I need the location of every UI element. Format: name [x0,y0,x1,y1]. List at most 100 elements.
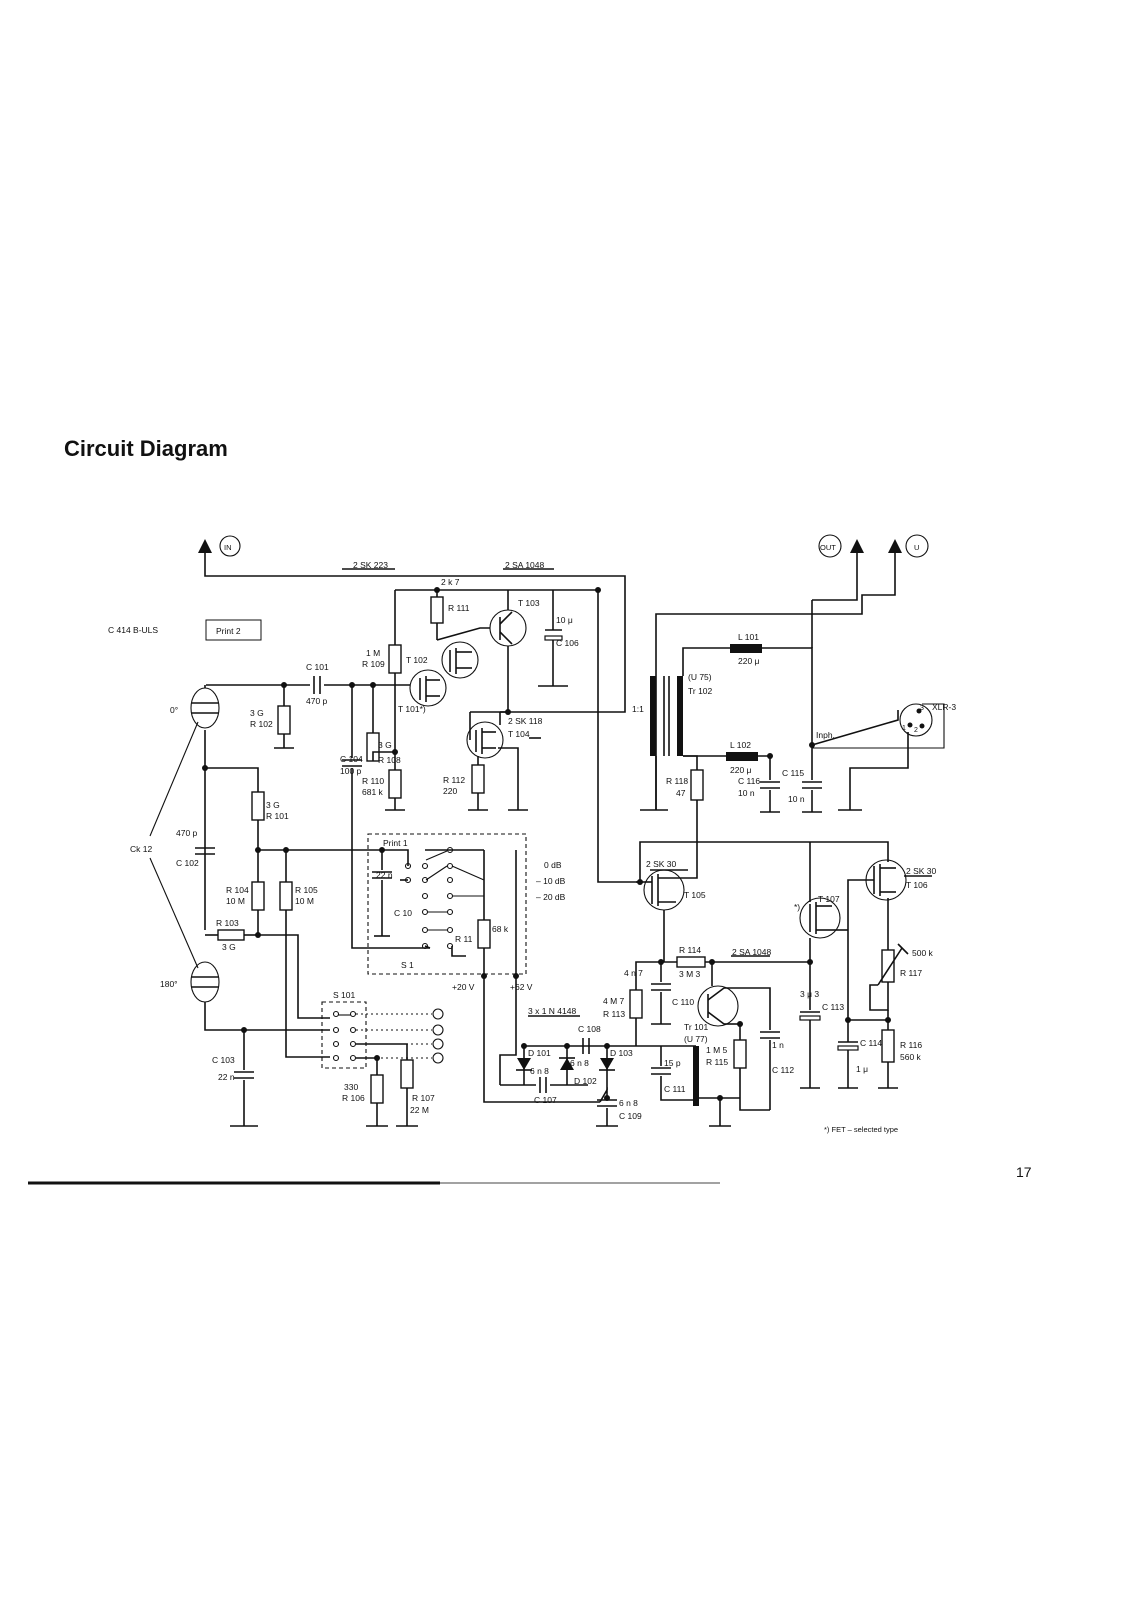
label-r104: R 104 [226,885,249,895]
label-deg0: 0° [170,705,178,715]
label-r117-val: 500 k [912,948,934,958]
transistor-t101 [409,669,447,707]
label-20v: +20 V [452,982,475,992]
label-r101-val: 3 G [266,800,280,810]
label-ck12: Ck 12 [130,844,152,854]
label-sa1048-bot: 2 SA 1048 [732,947,772,957]
label-c108: C 108 [578,1024,601,1034]
capacitor-c103 [234,1071,254,1079]
terminal-out-label: OUT [820,543,836,552]
label-pin3: 3 [920,705,924,712]
capacitor-c101 [313,676,321,694]
capacitor-c102 [195,847,215,855]
transistor-t102 [441,641,479,679]
capacitor-c111 [651,1067,671,1075]
label-r118-val: 47 [676,788,686,798]
label-d103: D 103 [610,1048,633,1058]
label-r118: R 118 [666,776,688,786]
page-number: 17 [1016,1164,1032,1180]
diode-d101 [516,1046,532,1085]
resistor-r112 [471,764,485,794]
terminal-u [888,534,929,558]
resistor-r106 [370,1074,384,1104]
label-r102-val: 3 G [250,708,264,718]
label-r109-val: 1 M [366,648,380,658]
wire-out [812,553,858,601]
label-tr101: Tr 101 [684,1022,709,1032]
label-c106: C 106 [556,638,579,648]
capacitor-c107 [539,1077,547,1093]
label-r113: R 113 [603,1009,625,1019]
capacitor-c112 [760,1031,780,1039]
transformer-tr102 [650,676,683,756]
label-t102: T 102 [406,655,428,665]
capacitor-c113 [799,1011,821,1021]
resistor-r115 [733,1039,747,1069]
capacitor-c10 [372,871,392,879]
label-l101-val: 220 μ [738,656,760,666]
terminal-out [818,534,864,558]
resistor-r104 [251,881,265,911]
label-r11: R 11 [455,934,473,944]
label-0db: 0 dB [544,860,562,870]
label-c101-val: 470 p [306,696,328,706]
label-sa1048-top: 2 SA 1048 [505,560,545,570]
label-c114: C 114 [860,1038,882,1048]
label-xlr3: XLR-3 [932,702,956,712]
resistor-r111 [430,596,444,624]
label-r117: R 117 [900,968,922,978]
label-r109: R 109 [362,659,385,669]
label-10db: – 10 dB [536,876,566,886]
label-r110-val: 681 k [362,787,384,797]
terminal-u-label: U [914,543,919,552]
switch-s101-contacts [332,1008,444,1064]
label-r68k: 68 k [492,924,509,934]
label-c103-val: 22 n [218,1072,235,1082]
label-sk30-a: 2 SK 30 [646,859,677,869]
label-sk118: 2 SK 118 [508,716,543,726]
label-ratio: 1:1 [632,704,644,714]
label-t104: T 104 [508,729,530,739]
label-c107-val: 6 n 8 [530,1066,549,1076]
label-r116-val: 560 k [900,1052,922,1062]
label-c112: C 112 [772,1065,794,1075]
label-c116-val: 10 n [738,788,755,798]
capacitor-c115 [802,781,822,789]
switch-s101 [321,1001,367,1069]
label-r106-val: 330 [344,1082,358,1092]
label-r101: R 101 [266,811,289,821]
label-t106: T 106 [906,880,928,890]
terminal-in [198,535,241,557]
label-c109: C 109 [619,1111,642,1121]
label-c104: C 104 [340,754,363,764]
label-l102: L 102 [730,740,751,750]
wire-drain-rail [597,590,640,883]
capacitor-c104 [342,759,362,767]
label-t105: T 105 [684,890,706,900]
transistor-t104 [466,721,504,759]
label-s101: S 101 [333,990,355,1000]
label-c10: C 10 [394,908,412,918]
label-r103-val: 3 G [222,942,236,952]
transistor-t103 [489,609,527,647]
label-c107: C 107 [534,1095,557,1105]
wire-u [655,553,896,810]
label-model: C 414 B-ULS [108,625,158,635]
capacitor-c108 [582,1038,590,1054]
label-62v: +62 V [510,982,533,992]
label-c101: C 101 [306,662,329,672]
label-c111: C 111 [664,1084,686,1094]
label-c103: C 103 [212,1055,235,1065]
resistor-r102 [277,705,291,735]
label-r113-val: 4 M 7 [603,996,625,1006]
transformer-tr101 [693,1046,699,1106]
label-fet-mark: *) [794,902,800,912]
resistor-r110 [388,769,402,799]
label-r110: R 110 [362,776,384,786]
resistor-r116 [881,1029,895,1063]
label-c102: C 102 [176,858,199,868]
label-20db: – 20 dB [536,892,566,902]
label-t107: T 107 [818,894,840,904]
label-t103: T 103 [518,598,540,608]
